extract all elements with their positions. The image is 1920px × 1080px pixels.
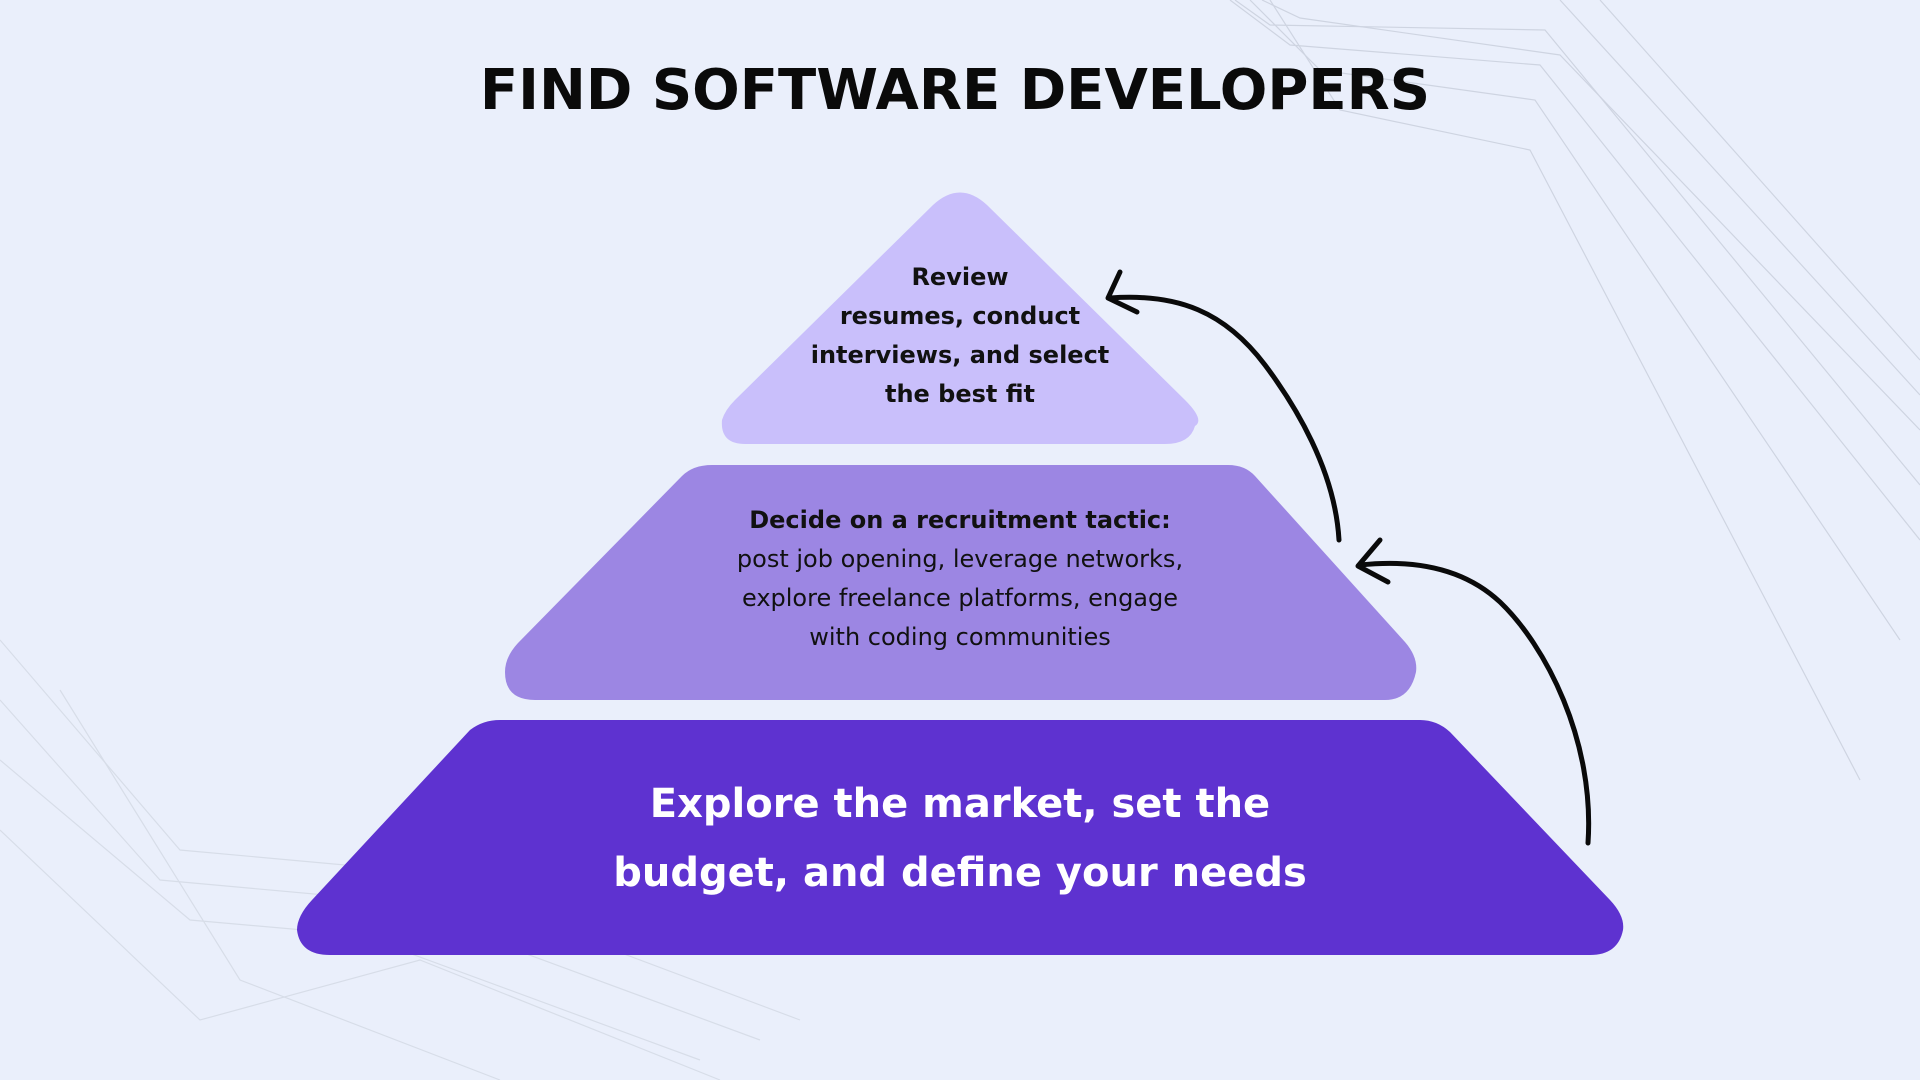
tier-middle-line: with coding communities (809, 623, 1111, 651)
pyramid-tier-top (721, 192, 1199, 444)
pyramid-tier-middle (505, 465, 1417, 700)
tier-top-line: resumes, conduct (839, 302, 1081, 330)
tier-middle-line: post job opening, leverage networks, (736, 545, 1184, 573)
tier-bottom-line: Explore the market, set the (649, 781, 1271, 827)
tier-top-line: Review (911, 263, 1009, 291)
tier-bottom-text: Explore the market, set the budget, and … (520, 770, 1400, 908)
pyramid-tier-bottom (297, 720, 1624, 955)
page-title: FIND SOFTWARE DEVELOPERS (479, 58, 1431, 123)
arrow-middle-to-top (1107, 294, 1342, 543)
arrowhead-middle-to-top (1105, 269, 1140, 315)
tier-middle-text: Decide on a recruitment tactic: post job… (640, 501, 1280, 657)
tier-top-line: interviews, and select (810, 341, 1110, 369)
tier-top-text: Review resumes, conduct interviews, and … (760, 258, 1160, 414)
tier-bottom-line: budget, and define your needs (613, 850, 1307, 896)
tier-middle-line: explore freelance platforms, engage (741, 584, 1179, 612)
tier-middle-line: Decide on a recruitment tactic: (749, 506, 1171, 534)
arrowhead-bottom-to-middle (1355, 537, 1391, 585)
arrow-bottom-to-middle (1357, 560, 1592, 846)
tier-top-line: the best fit (884, 380, 1036, 408)
